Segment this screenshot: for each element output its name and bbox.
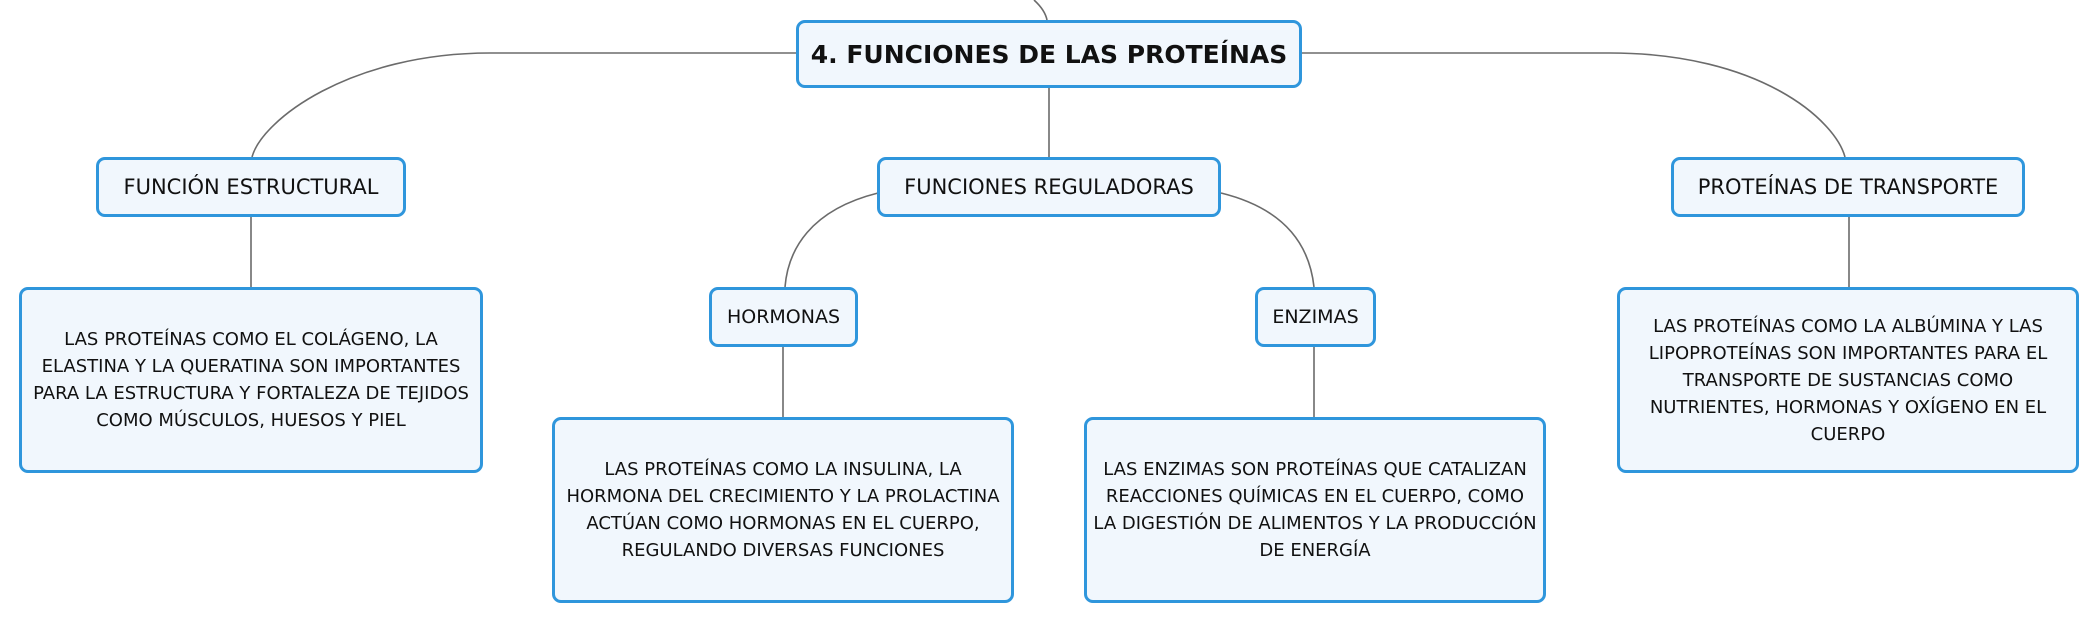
description-hormonas-text: LAS PROTEÍNAS COMO LA INSULINA, LA HORMO… — [566, 459, 1000, 561]
topic-structural-function-label: FUNCIÓN ESTRUCTURAL — [123, 175, 379, 199]
topic-regulatory-functions[interactable]: FUNCIONES REGULADORAS — [877, 157, 1221, 217]
description-structural-function[interactable]: LAS PROTEÍNAS COMO EL COLÁGENO, LA ELAST… — [19, 287, 483, 473]
description-structural-function-text: LAS PROTEÍNAS COMO EL COLÁGENO, LA ELAST… — [33, 329, 469, 431]
root-topic-label: 4. FUNCIONES DE LAS PROTEÍNAS — [810, 39, 1288, 69]
connector-regulatory-hormonas — [784, 192, 879, 288]
description-enzimas-text: LAS ENZIMAS SON PROTEÍNAS QUE CATALIZAN … — [1093, 459, 1537, 561]
connector-root-structural — [251, 52, 796, 158]
subtopic-hormonas-label: HORMONAS — [726, 306, 841, 328]
connector-regulatory-enzimas — [1220, 192, 1315, 288]
subtopic-hormonas[interactable]: HORMONAS — [709, 287, 858, 347]
topic-transport-proteins[interactable]: PROTEÍNAS DE TRANSPORTE — [1671, 157, 2025, 217]
connector-root-transport — [1302, 52, 1846, 158]
description-enzimas[interactable]: LAS ENZIMAS SON PROTEÍNAS QUE CATALIZAN … — [1084, 417, 1546, 603]
subtopic-enzimas-label: ENZIMAS — [1272, 306, 1359, 328]
description-transport-proteins[interactable]: LAS PROTEÍNAS COMO LA ALBÚMINA Y LAS LIP… — [1617, 287, 2079, 473]
connector-parent-root — [1033, 0, 1048, 21]
topic-structural-function[interactable]: FUNCIÓN ESTRUCTURAL — [96, 157, 406, 217]
subtopic-enzimas[interactable]: ENZIMAS — [1255, 287, 1376, 347]
root-topic[interactable]: 4. FUNCIONES DE LAS PROTEÍNAS — [796, 20, 1302, 88]
topic-regulatory-functions-label: FUNCIONES REGULADORAS — [904, 175, 1194, 199]
description-transport-proteins-text: LAS PROTEÍNAS COMO LA ALBÚMINA Y LAS LIP… — [1648, 315, 2048, 445]
description-hormonas[interactable]: LAS PROTEÍNAS COMO LA INSULINA, LA HORMO… — [552, 417, 1014, 603]
topic-transport-proteins-label: PROTEÍNAS DE TRANSPORTE — [1697, 175, 1999, 199]
